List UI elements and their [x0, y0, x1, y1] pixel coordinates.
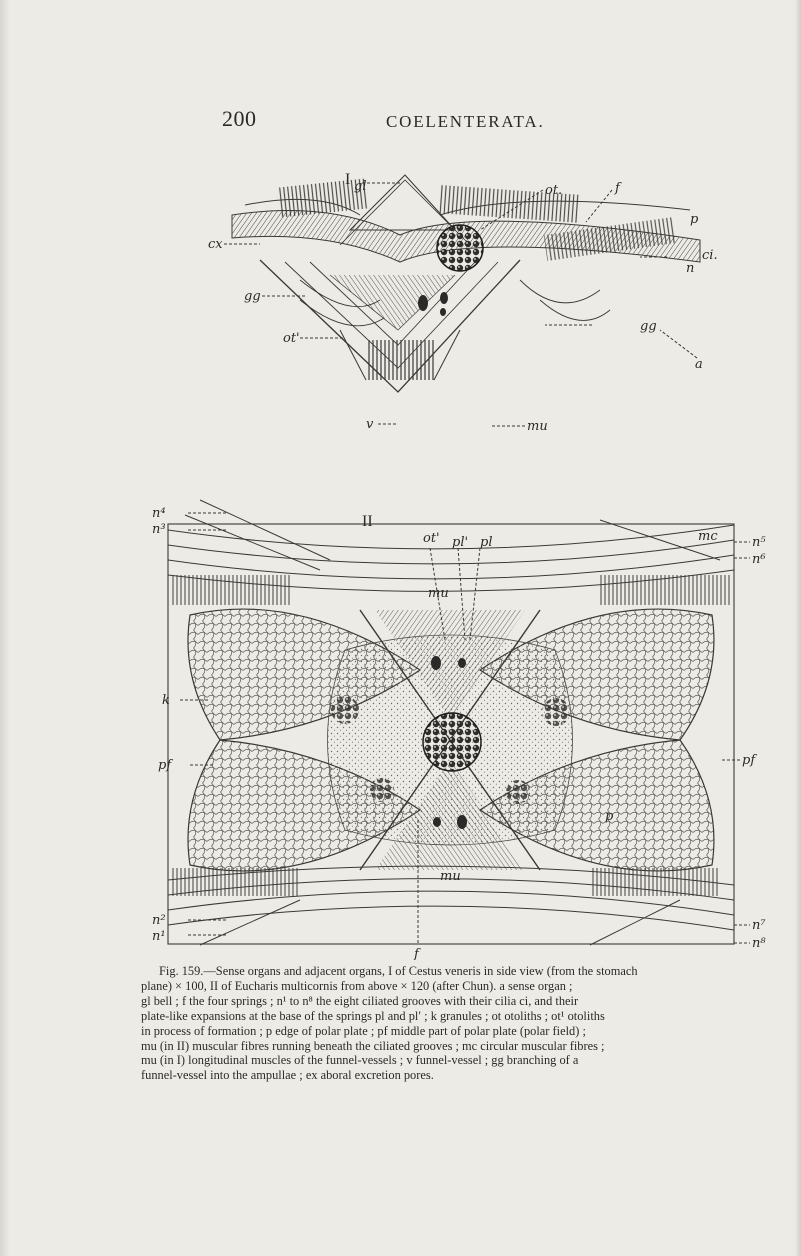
label-ot: ot. — [545, 183, 562, 198]
caption-line-2: plane) × 100, II of Eucharis multicornis… — [141, 978, 573, 993]
label-gg-left: gg — [244, 289, 261, 304]
label-n7: n⁷ — [752, 918, 766, 933]
caption-line-7: mu (in I) longitudinal muscles of the fu… — [141, 1053, 579, 1068]
caption-line-6: mu (in II) muscular fibres running benea… — [141, 1038, 605, 1053]
label-pl1: pl' — [452, 535, 468, 550]
figure-caption: Fig. 159.—Sense organs and adjacent orga… — [141, 964, 686, 1083]
caption-line-5: in process of formation ; p edge of pola… — [141, 1023, 586, 1038]
label-p: p — [690, 212, 699, 227]
label-n3: n³ — [152, 522, 166, 537]
label-mc: mc — [698, 529, 718, 544]
panel-2-drawing — [167, 499, 750, 946]
label-gl: gl — [354, 179, 366, 194]
label-f-ii: f — [413, 947, 421, 960]
label-pf-left: pf — [158, 758, 173, 773]
label-a: a — [695, 357, 703, 372]
label-mu-bottom: mu — [440, 869, 461, 884]
figure-illustration: I gl ot. f p cx ci. n gg gg ot' a v mu — [152, 171, 766, 960]
running-title: COELENTERATA. — [386, 112, 545, 131]
panel-1-drawing — [224, 174, 701, 427]
panel-2-numeral: II — [362, 513, 373, 530]
label-ot1-ii: ot' — [423, 531, 440, 546]
label-ot1: ot' — [283, 331, 300, 346]
label-n6: n⁶ — [752, 552, 766, 567]
label-n2: n² — [152, 913, 166, 928]
caption-line-1: Fig. 159.—Sense organs and adjacent orga… — [159, 964, 638, 978]
label-v: v — [366, 417, 374, 432]
page-left-edge — [0, 0, 10, 1256]
label-f: f — [614, 181, 622, 196]
label-n1: n¹ — [152, 929, 166, 944]
label-ci: ci. — [702, 248, 718, 263]
label-cx: cx — [208, 237, 223, 252]
label-mu-top: mu — [428, 586, 449, 601]
label-n4: n⁴ — [152, 506, 166, 521]
label-n8: n⁸ — [752, 936, 766, 951]
caption-line-3: gl bell ; f the four springs ; n¹ to n⁸ … — [141, 993, 579, 1008]
panel-1-numeral: I — [345, 171, 350, 188]
caption-line-4: plate-like expansions at the base of the… — [141, 1008, 605, 1023]
page-number: 200 — [222, 106, 257, 131]
label-pf-right: pf — [742, 753, 757, 768]
label-n: n — [686, 261, 694, 276]
label-mu: mu — [527, 419, 548, 434]
label-gg-right: gg — [640, 319, 657, 334]
label-pl: pl — [480, 535, 492, 550]
label-k: k — [162, 693, 170, 708]
label-p-ii: p — [605, 809, 614, 824]
page-right-edge — [795, 0, 801, 1256]
label-n5: n⁵ — [752, 535, 766, 550]
caption-line-8: funnel-vessel into the ampullae ; ex abo… — [141, 1068, 434, 1083]
